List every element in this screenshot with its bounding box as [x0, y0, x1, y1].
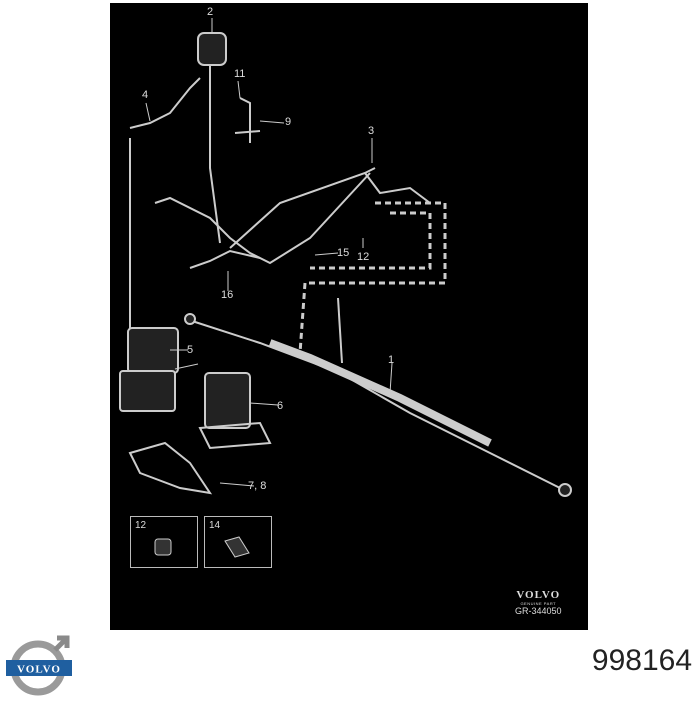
- callout-1: 1: [388, 354, 395, 366]
- callout-2: 2: [207, 6, 214, 18]
- brand-name: VOLVO: [516, 589, 561, 601]
- callout-3: 3: [368, 125, 375, 137]
- callout-11: 12: [357, 251, 370, 263]
- parts-diagram: 2 11 4 9 3 15 12 16 5 1 6 7, 8 12 14 VOL…: [110, 3, 588, 630]
- callout-14: 15: [337, 247, 350, 259]
- callout-15: 16: [221, 289, 234, 301]
- callout-7-8: 7, 8: [248, 480, 267, 492]
- callout-6: 6: [277, 400, 284, 412]
- callout-13: 14: [209, 520, 221, 531]
- detail-box-12: 12: [130, 516, 198, 568]
- volvo-logo: VOLVO: [5, 632, 75, 703]
- detail-box-13: 14: [204, 516, 272, 568]
- genuine-part-mark: VOLVO GENUINE PART GR-344050: [515, 589, 562, 616]
- diagram-drawing: [119, 18, 572, 497]
- callout-12: 12: [135, 520, 147, 531]
- part-number: 998164: [591, 644, 692, 677]
- callout-5: 5: [187, 344, 194, 356]
- brand-subtitle: GENUINE PART: [520, 601, 557, 606]
- drawing-code: GR-344050: [515, 606, 562, 616]
- callout-9: 9: [285, 116, 292, 128]
- svg-text:VOLVO: VOLVO: [17, 664, 61, 676]
- callout-4: 4: [142, 89, 149, 101]
- callout-10: 11: [234, 68, 246, 80]
